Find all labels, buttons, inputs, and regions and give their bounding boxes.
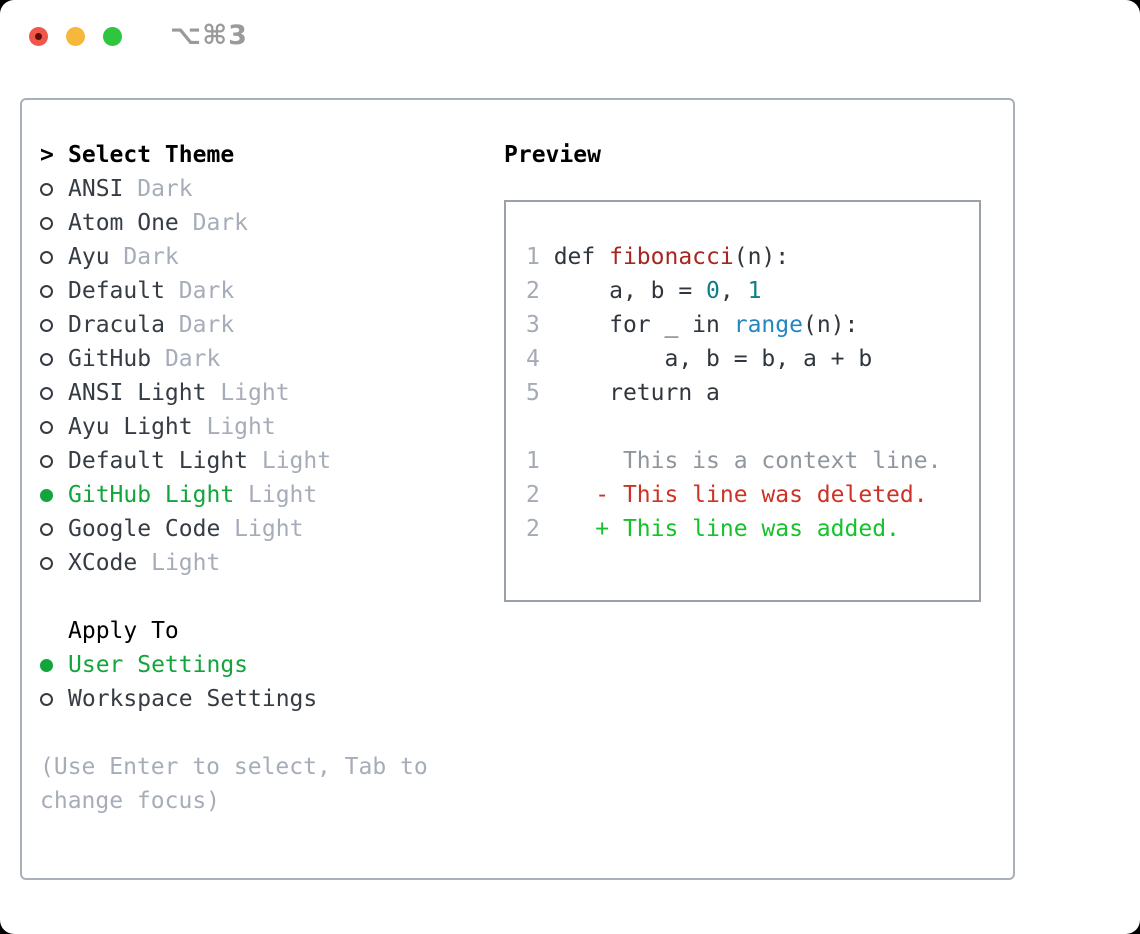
preview-title: Preview	[504, 142, 601, 168]
preview-code: 1 def fibonacci(n): 2 a, b = 0, 1 3 for _ …	[504, 200, 981, 602]
theme-variant: Dark	[151, 346, 221, 372]
prompt-caret-icon: >	[40, 142, 54, 168]
apply-to-title: Apply To	[68, 618, 179, 644]
radio-icon	[40, 692, 53, 706]
theme-variant: Light	[206, 380, 290, 406]
minimize-button[interactable]	[66, 27, 85, 46]
radio-icon	[40, 522, 53, 536]
theme-option-github-light[interactable]: GitHub Light Light	[40, 478, 440, 512]
theme-name: Dracula	[68, 312, 165, 338]
theme-name: GitHub	[68, 346, 152, 372]
unsaved-dot-icon	[35, 33, 42, 40]
radio-icon	[40, 182, 53, 196]
select-theme-header: > Select Theme	[40, 138, 440, 172]
theme-option-ansi-light[interactable]: ANSI Light Light	[40, 376, 440, 410]
radio-icon	[40, 454, 53, 468]
theme-name: GitHub Light	[68, 482, 235, 508]
theme-variant: Light	[137, 550, 221, 576]
code-line: 3 for _ in range(n):	[526, 312, 859, 338]
theme-option-xcode[interactable]: XCode Light	[40, 546, 440, 580]
spacer	[40, 580, 440, 614]
theme-variant: Light	[192, 414, 276, 440]
code-line: 5 return a	[526, 380, 720, 406]
theme-variant: Light	[220, 516, 304, 542]
theme-option-atom-one[interactable]: Atom One Dark	[40, 206, 440, 240]
theme-name: ANSI	[68, 176, 124, 202]
theme-variant: Dark	[123, 176, 193, 202]
theme-option-ayu[interactable]: Ayu Dark	[40, 240, 440, 274]
diff-context-line: 1 This is a context line.	[526, 448, 942, 474]
theme-option-default[interactable]: Default Dark	[40, 274, 440, 308]
theme-option-github[interactable]: GitHub Dark	[40, 342, 440, 376]
radio-icon	[40, 386, 53, 400]
theme-variant: Light	[234, 482, 318, 508]
code-line: 1 def fibonacci(n):	[526, 244, 790, 270]
theme-name: Default Light	[68, 448, 249, 474]
theme-option-default-light[interactable]: Default Light Light	[40, 444, 440, 478]
radio-icon	[40, 216, 53, 230]
diff-deleted-line: 2 - This line was deleted.	[526, 482, 928, 508]
code-line: 2 a, b = 0, 1	[526, 278, 762, 304]
theme-variant: Dark	[164, 278, 235, 304]
theme-name: Ayu	[68, 244, 110, 270]
zoom-button[interactable]	[103, 27, 122, 46]
theme-name: Google Code	[68, 516, 221, 542]
theme-variant: Light	[248, 448, 332, 474]
keyboard-hint: (Use Enter to select, Tab to change focu…	[40, 754, 428, 814]
radio-selected-icon	[40, 488, 53, 502]
theme-variant: Dark	[164, 312, 235, 338]
radio-icon	[40, 352, 53, 366]
theme-name: Atom One	[68, 210, 179, 236]
radio-icon	[40, 284, 53, 298]
radio-icon	[40, 250, 53, 264]
theme-option-dracula[interactable]: Dracula Dark	[40, 308, 440, 342]
radio-icon	[40, 420, 53, 434]
theme-variant: Dark	[178, 210, 249, 236]
theme-option-google-code[interactable]: Google Code Light	[40, 512, 440, 546]
apply-option-label: Workspace Settings	[68, 686, 318, 712]
theme-variant: Dark	[109, 244, 179, 270]
theme-option-ansi[interactable]: ANSI Dark	[40, 172, 440, 206]
blank-line	[526, 410, 979, 444]
radio-icon	[40, 318, 53, 332]
window-title-shortcut: ⌥⌘3	[170, 20, 248, 51]
radio-icon	[40, 556, 53, 570]
theme-name: Default	[68, 278, 165, 304]
apply-option-user-settings[interactable]: User Settings	[40, 648, 440, 682]
code-line: 4 a, b = b, a + b	[526, 346, 873, 372]
preview-column: Preview 1 def fibonacci(n): 2 a, b = 0, 1…	[504, 138, 981, 602]
select-theme-title: Select Theme	[68, 142, 235, 168]
apply-to-header: Apply To	[40, 614, 440, 648]
theme-name: XCode	[68, 550, 138, 576]
theme-option-ayu-light[interactable]: Ayu Light Light	[40, 410, 440, 444]
theme-name: ANSI Light	[68, 380, 207, 406]
apply-option-label: User Settings	[68, 652, 249, 678]
apply-option-workspace-settings[interactable]: Workspace Settings	[40, 682, 440, 716]
close-button[interactable]	[29, 27, 48, 46]
theme-name: Ayu Light	[68, 414, 193, 440]
window-controls	[29, 27, 122, 46]
diff-added-line: 2 + This line was added.	[526, 516, 900, 542]
radio-selected-icon	[40, 658, 53, 672]
spacer	[40, 716, 440, 750]
